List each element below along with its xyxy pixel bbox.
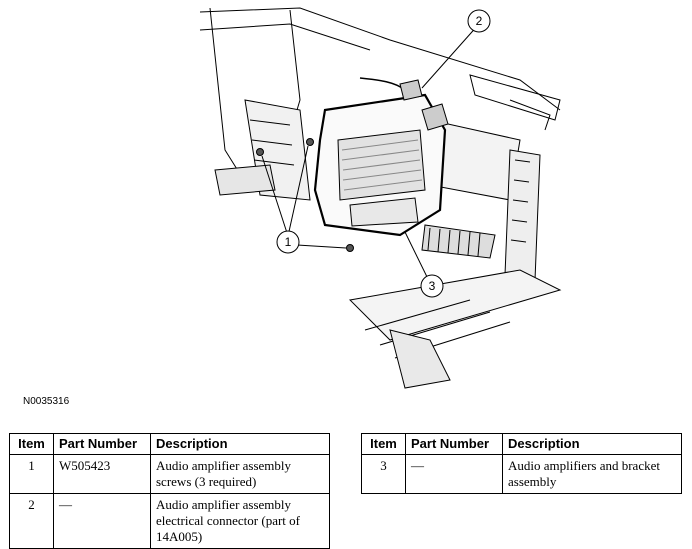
header-description: Description bbox=[502, 433, 682, 455]
callout-1-label: 1 bbox=[285, 235, 292, 249]
table-row: 2 — Audio amplifier assembly electrical … bbox=[9, 493, 330, 549]
callout-3-circle bbox=[420, 274, 444, 298]
cell-part-number: W505423 bbox=[53, 454, 151, 494]
parts-table-right: Item Part Number Description 3 — Audio a… bbox=[361, 433, 682, 494]
amplifier-illustration: 1 2 3 bbox=[199, 7, 562, 389]
cell-item: 1 bbox=[9, 454, 54, 494]
figure-id: N0035316 bbox=[23, 396, 70, 407]
callout-2-label: 2 bbox=[476, 14, 483, 28]
cell-item: 2 bbox=[9, 493, 54, 549]
cell-item: 3 bbox=[361, 454, 406, 494]
table-header-row: Item Part Number Description bbox=[361, 433, 682, 455]
header-description: Description bbox=[150, 433, 330, 455]
header-part-number: Part Number bbox=[405, 433, 503, 455]
parts-table-left: Item Part Number Description 1 W505423 A… bbox=[9, 433, 330, 549]
cell-part-number: — bbox=[53, 493, 151, 549]
header-item: Item bbox=[361, 433, 406, 455]
header-part-number: Part Number bbox=[53, 433, 151, 455]
cell-description: Audio amplifier assembly screws (3 requi… bbox=[150, 454, 330, 494]
callout-1-circle bbox=[276, 230, 300, 254]
cell-description: Audio amplifier assembly electrical conn… bbox=[150, 493, 330, 549]
callout-3-label: 3 bbox=[429, 279, 436, 293]
cell-part-number: — bbox=[405, 454, 503, 494]
table-header-row: Item Part Number Description bbox=[9, 433, 330, 455]
table-row: 3 — Audio amplifiers and bracket assembl… bbox=[361, 454, 682, 494]
header-item: Item bbox=[9, 433, 54, 455]
callout-2-circle bbox=[467, 9, 491, 33]
cell-description: Audio amplifiers and bracket assembly bbox=[502, 454, 682, 494]
table-row: 1 W505423 Audio amplifier assembly screw… bbox=[9, 454, 330, 494]
